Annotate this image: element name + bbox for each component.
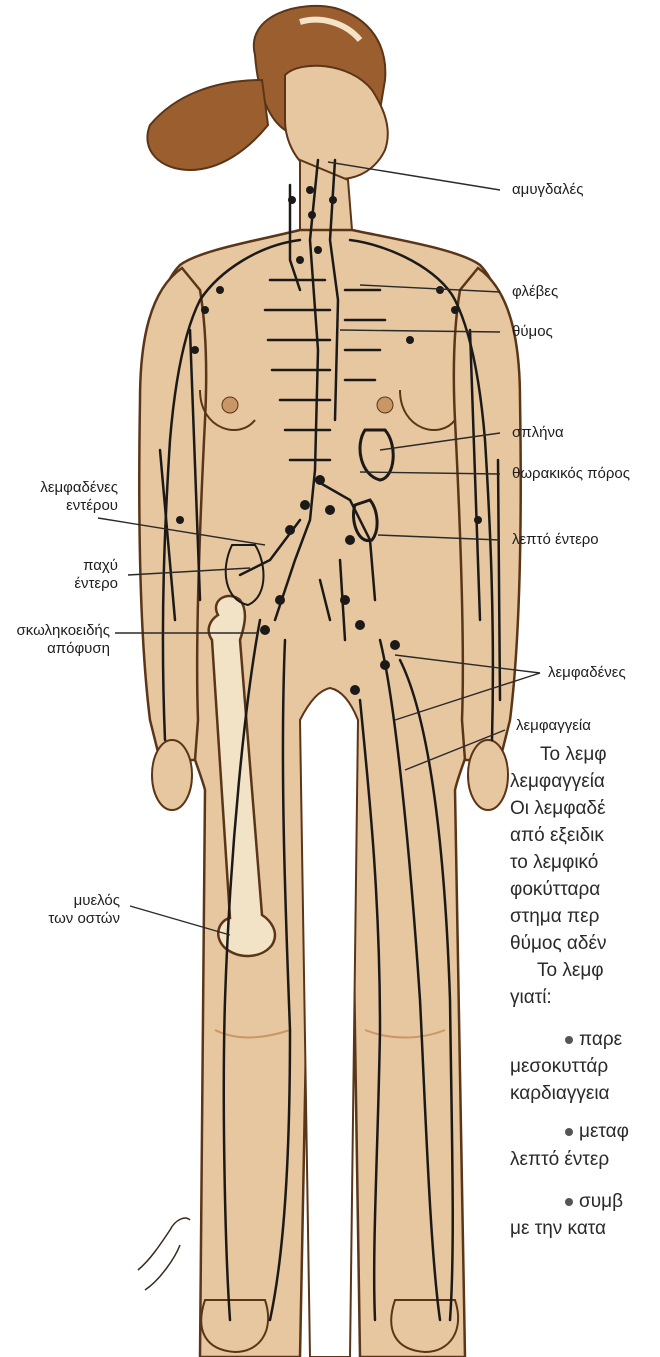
text-fragment-12: μεσοκυττάρ: [510, 1054, 660, 1080]
text-fragment-14: μεταφ: [565, 1119, 660, 1145]
label-small-intestine: λεπτό έντερο: [512, 531, 599, 549]
text-fragment-9: Το λεμφ: [537, 958, 660, 984]
text-fragment-17: με την κατα: [510, 1216, 660, 1242]
text-fragment-16: συμβ: [565, 1189, 660, 1215]
text-fragment-6: φοκύτταρα: [510, 877, 660, 903]
label-lymph-vessels: λεμφαγγεία: [516, 717, 591, 735]
text-fragment-10: γιατί:: [510, 985, 660, 1011]
text-fragment-3: Οι λεμφαδέ: [510, 796, 660, 822]
artist-signature: [138, 1218, 190, 1290]
text-fragment-7: στημα περ: [510, 904, 660, 930]
label-tonsils: αμυγδαλές: [512, 181, 583, 199]
text-fragment-8: θύμος αδέν: [510, 931, 660, 957]
label-lymph-nodes: λεμφαδένες: [548, 664, 626, 682]
body-silhouette: [139, 66, 520, 1357]
bullet-icon: [565, 1198, 573, 1206]
text-fragment-13: καρδιαγγεια: [510, 1081, 660, 1107]
text-fragment-1: Το λεμφ: [540, 742, 660, 768]
label-large-intestine: παχύ έντερο: [8, 557, 118, 593]
label-intestinal-lymph-nodes: λεμφαδένες εντέρου: [8, 479, 118, 515]
text-fragment-2: λεμφαγγεία: [510, 769, 660, 795]
label-thymus: θύμος: [512, 323, 553, 341]
label-appendix: σκωληκοειδής απόφυση: [0, 622, 110, 658]
text-fragment-4: από εξειδικ: [510, 823, 660, 849]
text-fragment-11: παρε: [565, 1027, 660, 1053]
label-veins: φλέβες: [512, 283, 558, 301]
bullet-icon: [565, 1128, 573, 1136]
bullet-icon: [565, 1036, 573, 1044]
label-spleen: σπλήνα: [512, 424, 564, 442]
text-fragment-15: λεπτό έντερ: [510, 1147, 660, 1173]
label-thoracic-duct: θωρακικός πόρος: [512, 465, 630, 483]
label-bone-marrow: μυελός των οστών: [8, 892, 120, 928]
text-fragment-5: το λεμφικό: [510, 850, 660, 876]
